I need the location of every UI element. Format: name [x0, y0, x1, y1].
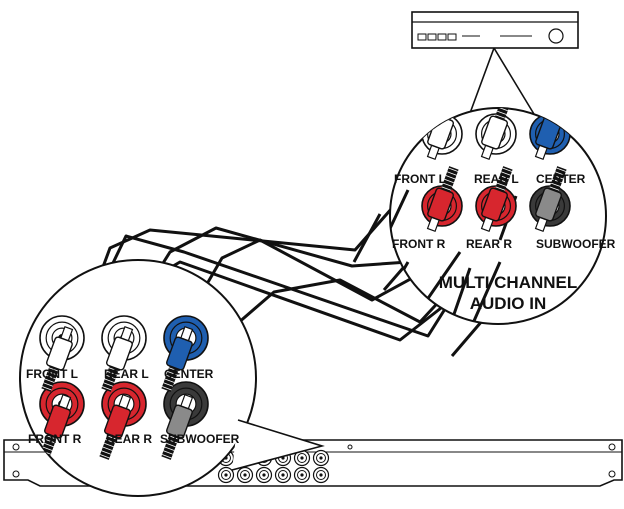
receiver-plug-front-r	[426, 166, 459, 233]
receiver-label-center: CENTER	[536, 172, 586, 186]
player-plug-subwoofer	[161, 393, 194, 460]
player-plug-front-l	[41, 325, 74, 392]
player-zoom-panel: FRONT L REAR L CENTER FRONT R REAR R SUB…	[19, 259, 325, 497]
player-label-subwoofer: SUBWOOFER	[160, 432, 240, 446]
player-body-jack	[236, 466, 254, 484]
receiver-label-rear-l: REAR L	[474, 172, 519, 186]
player-label-front-r: FRONT R	[28, 432, 82, 446]
player-label-center: CENTER	[164, 367, 214, 381]
receiver-plug-rear-r	[480, 166, 513, 233]
player-label-front-l: FRONT L	[26, 367, 78, 381]
receiver-plug-subwoofer	[534, 166, 567, 233]
player-body-jack	[293, 466, 311, 484]
av-receiver-icon	[411, 11, 579, 49]
receiver-label-front-r: FRONT R	[392, 237, 446, 251]
receiver-plug-rear-l	[480, 108, 513, 161]
player-body-jack	[274, 466, 292, 484]
player-plug-rear-r	[99, 393, 132, 460]
receiver-label-subwoofer: SUBWOOFER	[536, 237, 616, 251]
player-plug-center	[161, 325, 194, 392]
player-body-jack	[312, 466, 330, 484]
receiver-label-rear-r: REAR R	[466, 237, 512, 251]
player-plug-rear-l	[101, 325, 134, 392]
player-body-jack	[312, 449, 330, 467]
player-label-rear-r: REAR R	[106, 432, 152, 446]
receiver-panel-title-line1: MULTI CHANNEL	[439, 273, 578, 292]
player-body-jack	[255, 466, 273, 484]
player-body-jack	[217, 466, 235, 484]
receiver-panel-title-line2: AUDIO IN	[470, 294, 547, 313]
receiver-zoom-panel: FRONT L REAR L CENTER FRONT R REAR R SUB…	[389, 107, 616, 325]
player-label-rear-l: REAR L	[104, 367, 149, 381]
receiver-label-front-l: FRONT L	[394, 172, 446, 186]
